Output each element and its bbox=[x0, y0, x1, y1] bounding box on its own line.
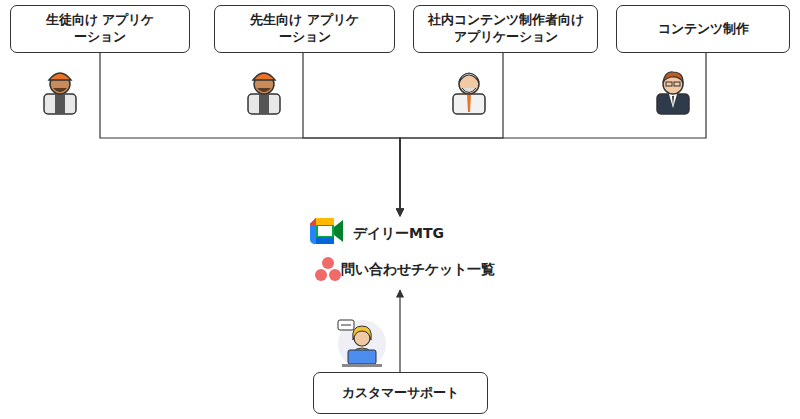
person-icon bbox=[248, 73, 280, 114]
asana-icon bbox=[315, 257, 341, 281]
connector bbox=[100, 53, 400, 216]
support-person-icon bbox=[338, 320, 386, 368]
box-label: 生徒向け アプリケーション bbox=[42, 12, 159, 46]
process-box: 生徒向け アプリケーション bbox=[10, 5, 190, 53]
box-label: カスタマーサポート bbox=[342, 385, 459, 402]
process-box: 社内コンテンツ制作者向け アプリケーション bbox=[413, 5, 598, 53]
connector bbox=[400, 53, 503, 216]
box-label: 社内コンテンツ制作者向け アプリケーション bbox=[424, 12, 587, 46]
connector bbox=[400, 53, 706, 216]
tool-label: 問い合わせチケット一覧 bbox=[341, 261, 495, 279]
process-box: 先生向け アプリケーション bbox=[214, 5, 395, 53]
connector bbox=[399, 290, 400, 372]
process-box: コンテンツ制作 bbox=[616, 5, 790, 53]
box-label: 先生向け アプリケーション bbox=[246, 12, 363, 46]
connector bbox=[303, 53, 400, 216]
box-label: コンテンツ制作 bbox=[658, 21, 749, 38]
person-icon bbox=[453, 73, 485, 114]
person-icon bbox=[44, 73, 76, 114]
person-icon bbox=[657, 72, 689, 114]
tool-label: デイリーMTG bbox=[353, 225, 444, 243]
tool-group: デイリーMTG 問い合わせチケット一覧 bbox=[305, 216, 520, 290]
process-box: カスタマーサポート bbox=[313, 372, 488, 414]
meet-icon bbox=[310, 218, 343, 244]
